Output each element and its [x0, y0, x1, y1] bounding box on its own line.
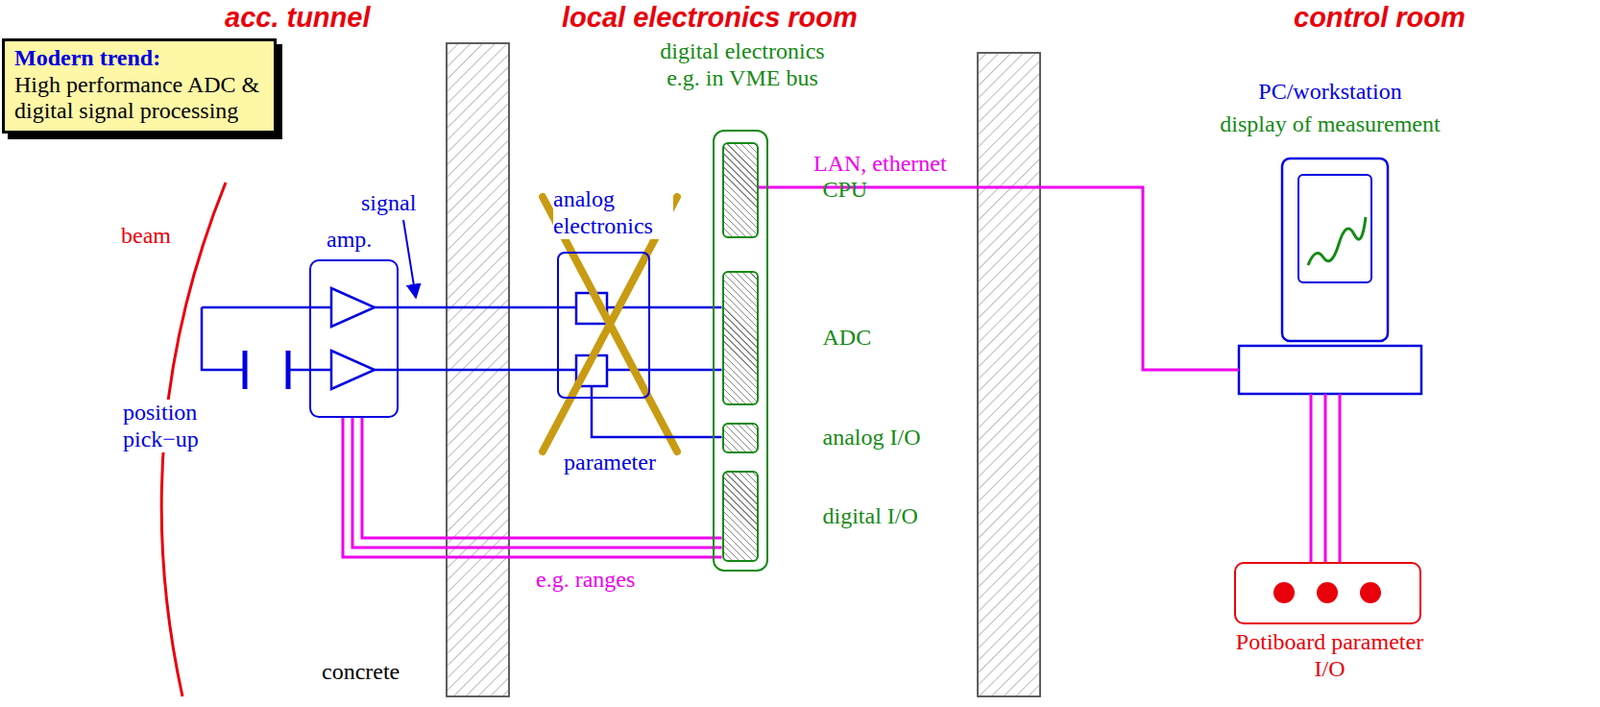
pickup-wire [201, 307, 399, 370]
connector [342, 417, 723, 558]
connector-label: parameter [561, 449, 658, 477]
beam-label: beam [119, 222, 173, 250]
knob [1273, 581, 1295, 604]
potiboard: Potiboard parameter I/O [1234, 561, 1422, 625]
connector [650, 368, 723, 372]
adc-module: ADC [722, 270, 759, 406]
box-heading: amp. [326, 226, 372, 254]
computer-base [1238, 345, 1422, 394]
monitor-screen [1298, 174, 1372, 283]
connector [591, 398, 723, 437]
note-box: Modern trend:High performance ADC & digi… [1, 38, 277, 134]
box-heading: analog electronics [553, 186, 674, 240]
wall-label: concrete [319, 658, 402, 686]
note-heading: Modern trend: [14, 45, 265, 73]
box-heading: Potiboard parameter I/O [1226, 629, 1433, 682]
note-body: High performance ADC & digital signal pr… [14, 72, 265, 125]
signal-label: signal [359, 190, 418, 218]
room-heading: acc. tunnel [222, 1, 373, 34]
box-subheading: display of measurement [1181, 111, 1479, 139]
connector [398, 306, 558, 310]
module-label: CPU [823, 176, 869, 204]
cpu-module: CPU [722, 142, 759, 239]
amplifier-symbol [331, 350, 375, 389]
monitor [1282, 158, 1388, 341]
connector [398, 368, 558, 372]
room-heading: control room [1291, 1, 1468, 34]
crate-heading: digital electronics e.g. in VME bus [641, 38, 844, 92]
module-label: analog I/O [823, 424, 922, 452]
amplifier-box: amp. [309, 259, 399, 418]
leader-arrow [403, 219, 416, 298]
pickup-label: position pick−up [121, 399, 239, 453]
analog-electronics-box: analog electronics [557, 251, 651, 399]
module-label: ADC [823, 324, 873, 352]
amplifier-symbol [331, 288, 375, 327]
knob [1359, 581, 1382, 604]
measurement-curve [1308, 217, 1366, 266]
pickup-plate [244, 350, 289, 389]
connector [758, 187, 1240, 370]
module-label: digital I/O [823, 503, 919, 531]
wall-hatching [977, 52, 1041, 697]
analog-io-module: analog I/O [722, 422, 759, 454]
concrete-wall [977, 52, 1041, 697]
knob [1316, 581, 1338, 604]
box-heading: PC/workstation [1181, 78, 1479, 106]
vme-crate: CPUADCanalog I/Odigital I/Odigital elect… [712, 129, 769, 572]
connector-label: LAN, ethernet [811, 150, 949, 178]
analog-wire [557, 307, 651, 399]
connector-label: e.g. ranges [533, 566, 637, 594]
connector [1310, 393, 1340, 562]
connector [650, 306, 723, 310]
room-heading: local electronics room [559, 1, 860, 34]
workstation: PC/workstationdisplay of measurement [1238, 153, 1422, 394]
digital-io-module: digital I/O [722, 470, 759, 562]
